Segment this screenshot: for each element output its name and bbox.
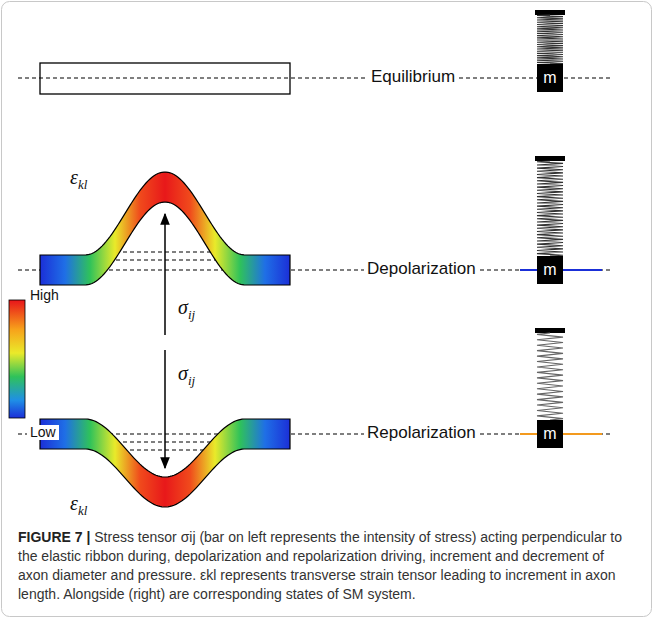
mass-label: m xyxy=(543,262,556,278)
strain-symbol: εkl xyxy=(70,492,87,518)
ribbon-equilibrium xyxy=(40,63,290,94)
state-label: Depolarization xyxy=(364,260,479,279)
mass-block: m xyxy=(537,64,563,92)
scale-label: High xyxy=(30,288,59,303)
stress-symbol: σij xyxy=(178,362,195,388)
spring-mount xyxy=(535,10,565,15)
mass-block: m xyxy=(537,256,563,284)
stress-color-bar xyxy=(9,300,25,418)
spring-mount xyxy=(535,156,565,161)
mass-block: m xyxy=(537,420,563,448)
stress-symbol: σij xyxy=(178,296,195,322)
spring-coil xyxy=(537,161,563,256)
figure-caption: FIGURE 7 | Stress tensor σij (bar on lef… xyxy=(18,528,630,604)
spring-mount xyxy=(535,328,565,333)
state-label: Equilibrium xyxy=(368,68,458,87)
mass-label: m xyxy=(543,426,556,442)
spring-coil xyxy=(537,15,563,64)
stress-arrow xyxy=(164,214,166,335)
mass-label: m xyxy=(543,70,556,86)
stress-arrow xyxy=(164,350,166,468)
baseline xyxy=(18,77,612,78)
state-label: Repolarization xyxy=(364,424,479,443)
strain-symbol: εkl xyxy=(70,166,87,192)
spring-coil xyxy=(537,333,563,420)
scale-label: Low xyxy=(27,425,59,440)
